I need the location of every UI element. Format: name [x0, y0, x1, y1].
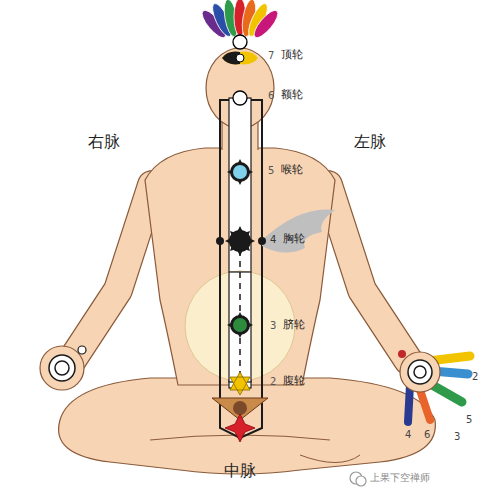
chakra-name: 胸轮 [283, 233, 305, 245]
chakra-name: 腹轮 [283, 375, 305, 387]
watermark: 上果下空禅师 [370, 472, 430, 483]
callout-number: 6 [268, 90, 274, 101]
callout-number: 2 [270, 376, 276, 387]
chakra-name: 脐轮 [283, 319, 305, 331]
chakra-name: 额轮 [281, 89, 303, 101]
channel-name: 右脉 [88, 133, 120, 151]
chakra-name: 喉轮 [281, 164, 303, 176]
finger-number: 2 [472, 371, 478, 382]
callout-number: 4 [270, 234, 276, 245]
finger-number: 4 [405, 429, 411, 440]
callout-number: 7 [268, 50, 274, 61]
finger-number: 5 [466, 414, 472, 425]
channel-name: 中脉 [224, 462, 256, 480]
finger-number: 6 [424, 429, 430, 440]
finger-number: 3 [454, 431, 460, 442]
chakra-name: 顶轮 [281, 49, 303, 61]
callout-number: 5 [268, 165, 274, 176]
callout-number: 3 [270, 320, 276, 331]
channel-name: 左脉 [354, 133, 386, 151]
